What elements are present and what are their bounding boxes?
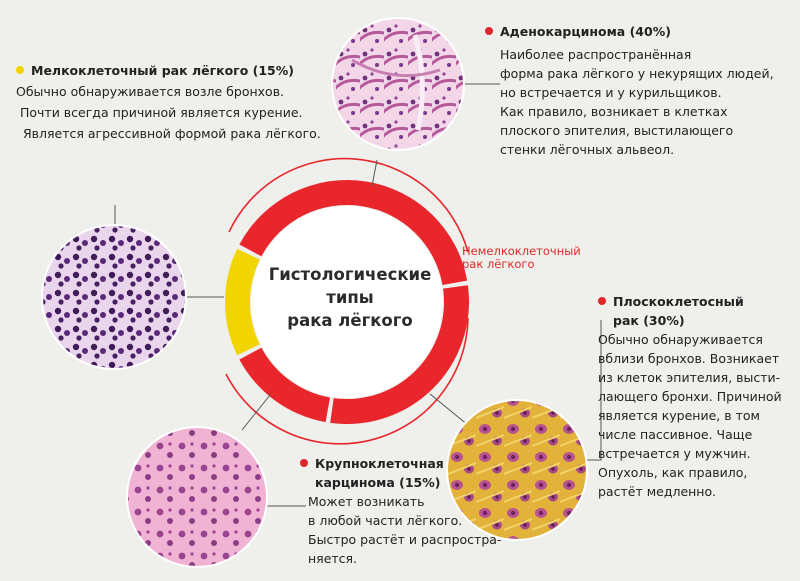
small-cell-title-row: Мелкоклеточный рак лёгкого (15%)	[16, 60, 321, 81]
nsclc-label: Немелкоклеточный рак лёгкого	[462, 245, 581, 271]
small-cell-line-1: Обычно обнаруживается возле бронхов.	[16, 84, 285, 99]
small-cell-title: Мелкоклеточный рак лёгкого (15%)	[31, 63, 294, 78]
large-cell-title-line-1: Крупноклеточная	[315, 456, 444, 471]
center-title-line-3: рака лёгкого	[287, 311, 413, 330]
center-title-line-1: Гистологические	[268, 265, 432, 284]
outer-arc-top	[228, 157, 469, 253]
adeno-line-2: форма рака лёгкого у некурящих людей,	[500, 66, 774, 81]
squamous-title-line-1: Плоскоклетосный	[613, 294, 744, 309]
outer-arc-bottom	[225, 317, 469, 445]
adenocarcinoma-micrograph	[331, 17, 465, 151]
nsclc-label-line-2: рак лёгкого	[462, 257, 535, 271]
ring-center-disc	[251, 206, 443, 398]
large-cell-description: Крупноклеточная карцинома (15%) Может во…	[300, 454, 501, 568]
ring-segment-nsclc-1	[239, 180, 468, 285]
adeno-line-3: но встречается и у курильщиков.	[500, 85, 722, 100]
small-cell-line-3: Является агрессивной формой рака лёгкого…	[23, 126, 321, 141]
large-cell-line-1: Может возникать	[308, 494, 425, 509]
adeno-line-4: Как правило, возникает в клетках	[500, 104, 728, 119]
squamous-line-6: числе пассивное. Чаще	[598, 427, 753, 442]
large-cell-line-3: Быстро растёт и распростра-	[308, 532, 502, 547]
nsclc-label-line-1: Немелкоклеточный	[462, 244, 581, 258]
squamous-description: Плоскоклетосный рак (30%) Обычно обнаруж…	[598, 292, 782, 501]
adeno-description: Аденокарцинома (40%) Наиболее распростра…	[485, 22, 774, 159]
large-cell-line-2: в любой части лёгкого.	[308, 513, 463, 528]
connector-adeno	[371, 159, 378, 187]
adeno-line-5: плоского эпителия, выстилающего	[500, 123, 734, 138]
squamous-line-8: Опухоль, как правило,	[598, 465, 748, 480]
red-dot-icon	[485, 27, 493, 35]
adeno-title-row: Аденокарцинома (40%)	[485, 22, 774, 41]
squamous-title-line-2: рак (30%)	[613, 313, 685, 328]
squamous-line-4: лающего бронхи. Причиной	[598, 389, 782, 404]
squamous-title-row: Плоскоклетосный	[598, 292, 782, 311]
adeno-line-6: стенки лёгочных альвеол.	[500, 142, 675, 157]
squamous-line-2: вблизи бронхов. Возникает	[598, 351, 780, 366]
ring	[224, 180, 469, 424]
yellow-dot-icon	[16, 66, 24, 74]
large-cell-title-row: Крупноклеточная	[300, 454, 501, 473]
small-cell-micrograph	[41, 224, 187, 370]
connector-squamous-text	[582, 320, 602, 461]
connector-large-cell	[241, 394, 271, 431]
center-title: Гистологические типы рака лёгкого	[250, 263, 450, 332]
squamous-line-5: является курение, в том	[598, 408, 760, 423]
ring-segment-nsclc-3	[239, 347, 330, 423]
ring-segment-sclc	[224, 248, 260, 356]
squamous-line-3: из клеток эпителия, высти-	[598, 370, 781, 385]
squamous-line-1: Обычно обнаруживается	[598, 332, 763, 347]
squamous-line-7: встречается у мужчин.	[598, 446, 751, 461]
adeno-line-1: Наиболее распространённая	[500, 47, 692, 62]
small-cell-description: Мелкоклеточный рак лёгкого (15%) Обычно …	[16, 60, 321, 144]
red-dot-icon	[598, 297, 606, 305]
large-cell-title-line-2: карцинома (15%)	[315, 475, 441, 490]
small-cell-line-2: Почти всегда причиной является курение.	[20, 105, 303, 120]
red-dot-icon	[300, 459, 308, 467]
adeno-title: Аденокарцинома (40%)	[500, 24, 671, 39]
squamous-micrograph	[446, 399, 588, 541]
large-cell-line-4: няется.	[308, 551, 358, 566]
ring-segment-nsclc-2	[330, 285, 469, 424]
large-cell-micrograph	[126, 426, 268, 568]
center-title-line-2: типы	[326, 288, 374, 307]
squamous-line-9: растёт медленно.	[598, 484, 717, 499]
